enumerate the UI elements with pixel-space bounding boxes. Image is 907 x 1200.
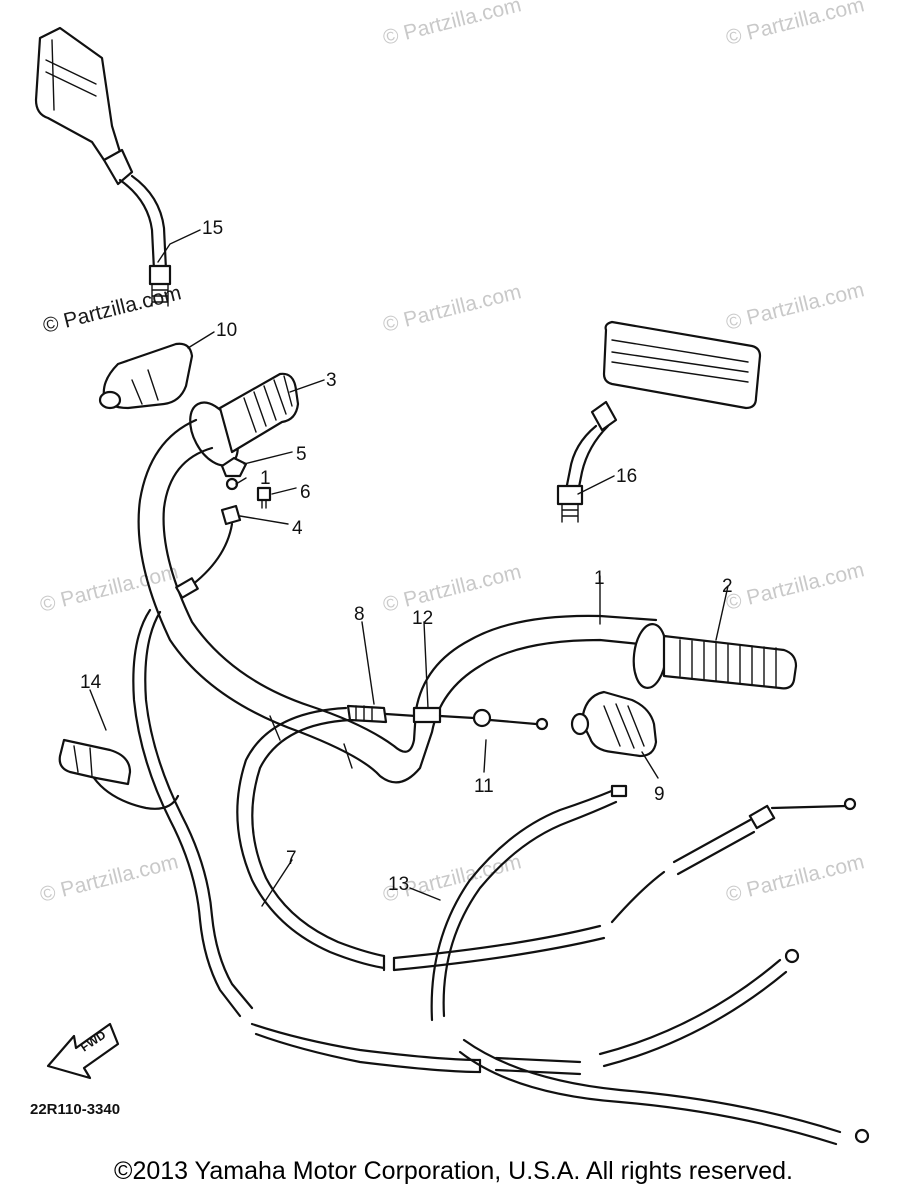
part-label-4: 4: [292, 518, 303, 539]
throttle-cable: [236, 706, 857, 972]
part-label-2: 2: [722, 576, 733, 597]
part-label-3: 3: [326, 370, 337, 391]
part-label-14: 14: [80, 672, 102, 693]
part-label-10: 10: [216, 320, 237, 341]
watermark: © Partzilla.com: [381, 0, 524, 50]
right-switch: [570, 690, 658, 758]
choke-lever: [58, 608, 254, 1018]
part-label-6: 6: [300, 482, 311, 503]
part-label-15: 15: [202, 218, 223, 239]
throttle-cable-ends: [346, 704, 549, 731]
part-label-12: 12: [412, 608, 433, 629]
watermark: © Partzilla.com: [38, 850, 181, 907]
watermark: © Partzilla.com: [724, 0, 867, 50]
copyright-notice: ©2013 Yamaha Motor Corporation, U.S.A. A…: [114, 1157, 793, 1185]
left-switch: [98, 342, 194, 410]
watermark: © Partzilla.com: [724, 850, 867, 907]
left-mirror: [34, 26, 172, 307]
watermark: © Partzilla.com: [38, 560, 181, 617]
part-label-16: 16: [616, 466, 637, 487]
right-mirror: [556, 320, 762, 523]
part-label-6-sub: 1: [260, 468, 271, 489]
diagram-code: 22R110-3340: [30, 1101, 120, 1118]
watermark: © Partzilla.com: [381, 560, 524, 617]
right-grip: [632, 623, 798, 690]
part-label-13: 13: [388, 874, 409, 895]
fwd-arrow: FWD: [46, 1022, 120, 1080]
watermark: © Partzilla.com: [724, 278, 867, 335]
watermark: © Partzilla.com: [724, 558, 867, 615]
leader-lines: [89, 229, 729, 907]
part-labels: 1 2 3 4 5 6 1 7 8 9 10 11 12 13 14 15 16: [80, 218, 733, 895]
lever-small-parts: [175, 456, 272, 599]
watermark: © Partzilla.com: [381, 280, 524, 337]
part-label-5: 5: [296, 444, 307, 465]
lower-cables: [250, 784, 870, 1146]
part-label-8: 8: [354, 604, 365, 625]
part-label-7: 7: [286, 848, 297, 869]
part-label-9: 9: [654, 784, 665, 805]
part-label-11: 11: [474, 776, 494, 797]
part-label-1: 1: [594, 568, 605, 589]
left-grip: [189, 372, 300, 467]
